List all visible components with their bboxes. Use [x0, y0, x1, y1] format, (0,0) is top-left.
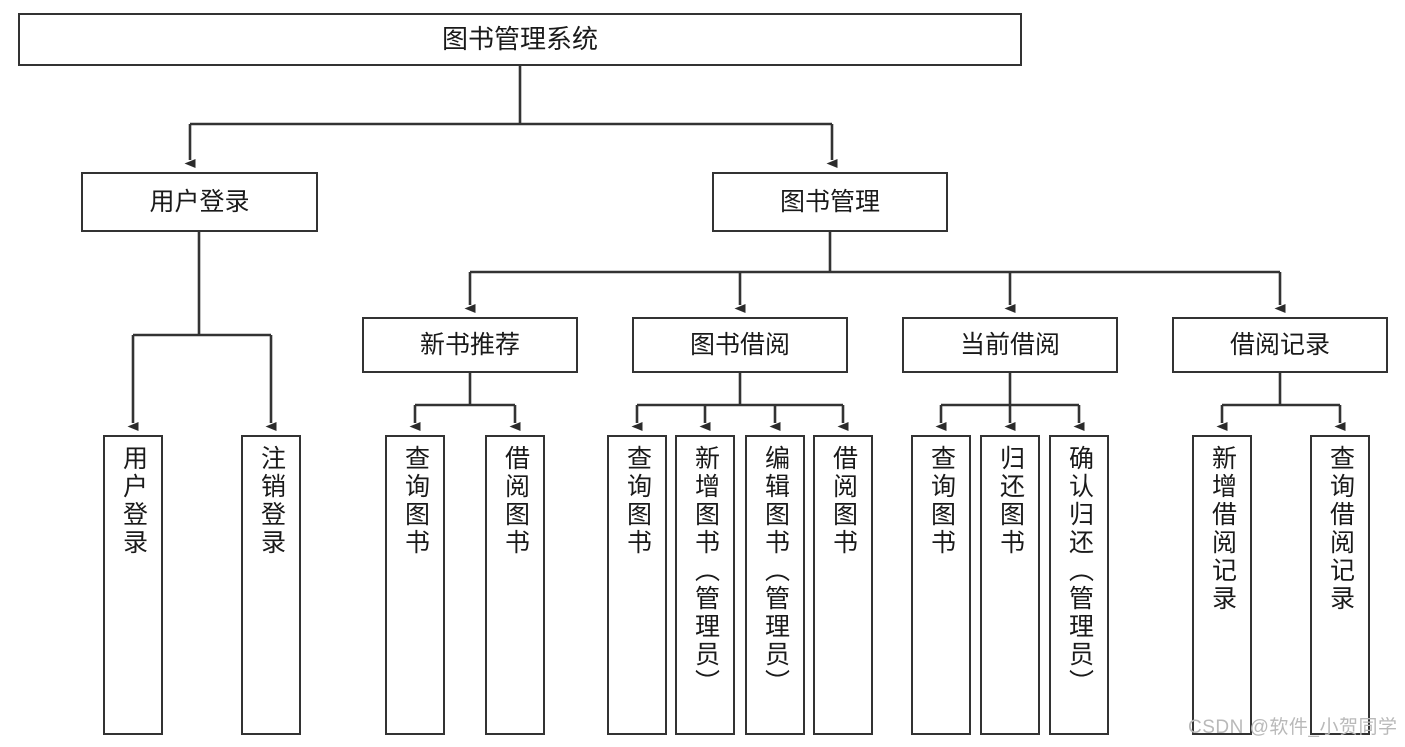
leaf-label: 查询图书	[401, 445, 430, 557]
leaf-borrow-record-query[interactable]: 查询借阅记录	[1310, 435, 1370, 735]
leaf-label: 归还图书	[996, 445, 1025, 557]
node-borrow-record[interactable]: 借阅记录	[1172, 317, 1388, 373]
node-new-book-recommend[interactable]: 新书推荐	[362, 317, 578, 373]
leaf-book-borrow-edit[interactable]: 编辑图书（管理员）	[745, 435, 805, 735]
node-label: 图书管理系统	[441, 23, 598, 54]
node-user-login[interactable]: 用户登录	[81, 172, 318, 232]
node-label: 借阅记录	[1229, 330, 1330, 359]
leaf-book-borrow-query[interactable]: 查询图书	[607, 435, 667, 735]
node-label: 当前借阅	[959, 330, 1060, 359]
leaf-book-borrow-borrow[interactable]: 借阅图书	[813, 435, 873, 735]
node-label: 用户登录	[149, 187, 250, 216]
leaf-label: 用户登录	[119, 445, 148, 557]
node-current-borrow[interactable]: 当前借阅	[902, 317, 1118, 373]
leaf-new-book-borrow[interactable]: 借阅图书	[485, 435, 545, 735]
leaf-label: 借阅图书	[829, 445, 858, 557]
node-label: 图书借阅	[689, 330, 790, 359]
leaf-user-login-logout[interactable]: 注销登录	[241, 435, 301, 735]
leaf-label: 新增借阅记录	[1208, 445, 1237, 613]
leaf-book-borrow-add[interactable]: 新增图书（管理员）	[675, 435, 735, 735]
node-label: 图书管理	[779, 187, 880, 216]
leaf-borrow-record-add[interactable]: 新增借阅记录	[1192, 435, 1252, 735]
leaf-label: 借阅图书	[501, 445, 530, 557]
node-label: 新书推荐	[419, 330, 520, 359]
leaf-label: 确认归还（管理员）	[1065, 445, 1094, 697]
leaf-label: 查询图书	[623, 445, 652, 557]
leaf-user-login-login[interactable]: 用户登录	[103, 435, 163, 735]
leaf-label: 编辑图书（管理员）	[761, 445, 790, 697]
leaf-label: 新增图书（管理员）	[691, 445, 720, 697]
leaf-label: 查询借阅记录	[1326, 445, 1355, 613]
leaf-current-borrow-return[interactable]: 归还图书	[980, 435, 1040, 735]
leaf-current-borrow-query[interactable]: 查询图书	[911, 435, 971, 735]
leaf-label: 查询图书	[927, 445, 956, 557]
node-book-management[interactable]: 图书管理	[712, 172, 948, 232]
leaf-new-book-query[interactable]: 查询图书	[385, 435, 445, 735]
csdn-watermark: CSDN @软件_小贺同学	[1188, 717, 1398, 738]
leaf-current-borrow-confirm-return[interactable]: 确认归还（管理员）	[1049, 435, 1109, 735]
leaf-label: 注销登录	[257, 445, 286, 557]
node-root-book-management-system[interactable]: 图书管理系统	[18, 13, 1022, 66]
node-book-borrow[interactable]: 图书借阅	[632, 317, 848, 373]
